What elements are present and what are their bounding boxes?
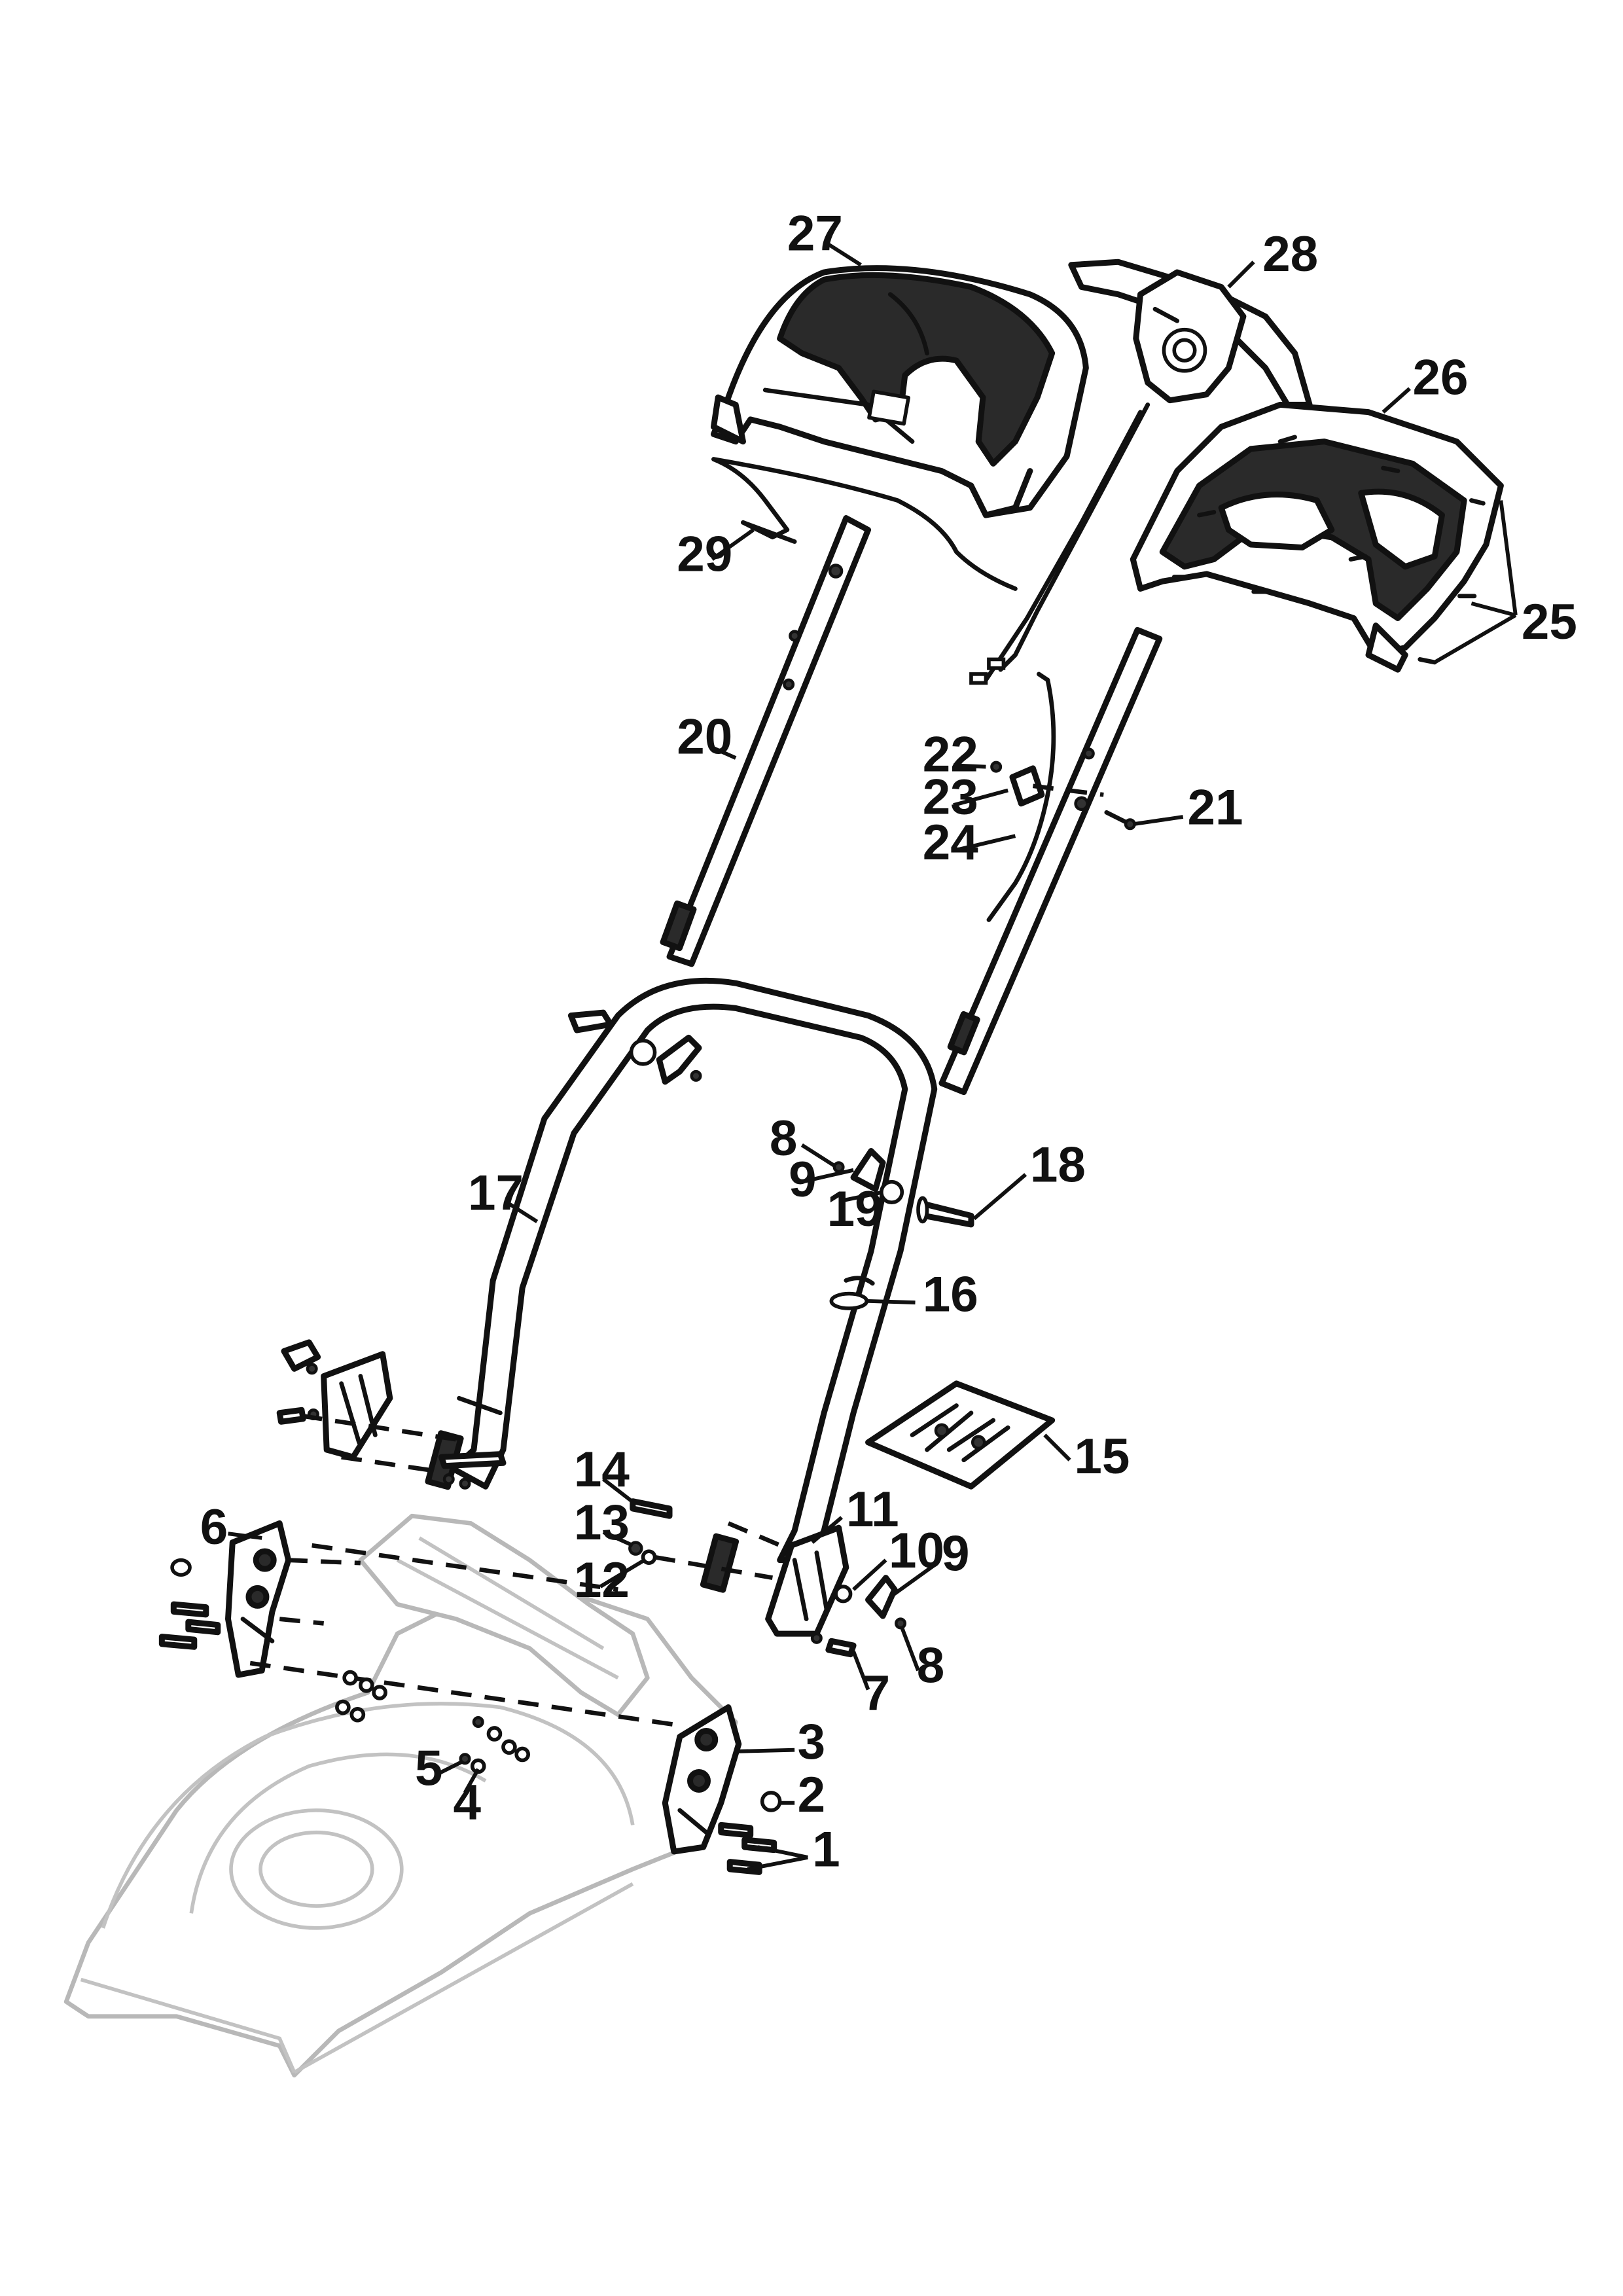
callout-26: 26 (1412, 350, 1468, 406)
callout-25: 25 (1522, 594, 1577, 650)
upper-knob-set (567, 1009, 974, 1228)
cable-clip-assembly (986, 672, 1104, 922)
leader-lines (228, 242, 1518, 1871)
callout-4: 4 (454, 1774, 482, 1830)
callout-2: 2 (798, 1767, 826, 1823)
callout-10: 10 (889, 1523, 944, 1579)
callout-5: 5 (415, 1741, 443, 1797)
callout-1: 1 (812, 1821, 840, 1877)
callout-23: 23 (923, 770, 978, 825)
callout-17: 17 (468, 1165, 524, 1221)
callout-3: 3 (798, 1714, 826, 1770)
left-height-bracket (276, 1339, 507, 1490)
callout-16: 16 (923, 1267, 978, 1323)
callout-18: 18 (1030, 1138, 1086, 1193)
callout-9-lower: 9 (942, 1526, 970, 1581)
screw-set (1171, 435, 1486, 665)
callout-14: 14 (574, 1442, 630, 1498)
callout-21: 21 (1187, 780, 1243, 835)
bolt-21 (1104, 810, 1136, 831)
callout-12: 12 (574, 1552, 630, 1608)
callout-13: 13 (574, 1495, 630, 1551)
callout-19: 19 (827, 1181, 883, 1237)
deck-washer-set (335, 1670, 530, 1774)
callout-22: 22 (923, 726, 978, 782)
upper-handle-tube-right (938, 626, 1163, 1096)
cable-tie (829, 1291, 869, 1310)
callout-7: 7 (863, 1666, 891, 1721)
callout-27: 27 (787, 206, 843, 261)
upper-handle-tube-left (660, 515, 872, 967)
right-height-bracket (628, 1498, 907, 1658)
mower-deck-ghost (63, 1513, 738, 2078)
handle-rear-frame (1130, 401, 1504, 673)
cable-harness (711, 457, 1018, 591)
callout-11: 11 (846, 1482, 899, 1537)
drive-control-lever (969, 259, 1313, 685)
callout-labels: 27 28 26 29 25 20 22 23 21 24 8 18 9 17 … (200, 206, 1577, 1877)
callout-6: 6 (200, 1499, 228, 1555)
upper-handle-cover (710, 265, 1089, 518)
callout-28: 28 (1262, 226, 1318, 282)
callout-8-lower: 8 (917, 1638, 945, 1693)
callout-24: 24 (923, 815, 979, 870)
callout-8-upper: 8 (770, 1111, 798, 1166)
callout-9-upper: 9 (789, 1152, 817, 1208)
deck-pivot-bracket-left (158, 1520, 677, 1727)
fastener-kit-bag (865, 1380, 1056, 1490)
callout-29: 29 (677, 526, 732, 582)
callout-15: 15 (1074, 1429, 1130, 1484)
callout-20: 20 (677, 709, 732, 764)
